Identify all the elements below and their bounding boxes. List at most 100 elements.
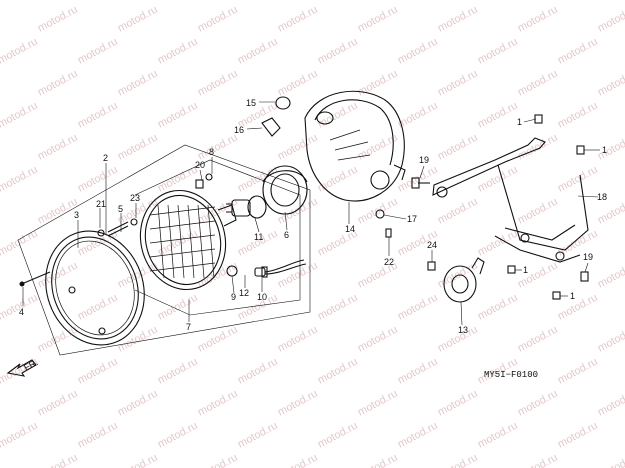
watermark-text: motod.ru: [36, 68, 80, 99]
watermark-text: motod.ru: [116, 4, 160, 35]
watermark-text: motod.ru: [236, 36, 280, 67]
watermark-text: motod.ru: [396, 36, 440, 67]
callout-19b: 19: [583, 252, 593, 262]
watermark-text: motod.ru: [276, 132, 320, 163]
callout-19a: 19: [419, 155, 429, 165]
drawing-reference: MY5I−F0100: [484, 370, 538, 380]
watermark-text: motod.ru: [236, 356, 280, 387]
watermark-text: motod.ru: [316, 36, 360, 67]
callout-12: 12: [239, 288, 249, 298]
watermark-text: motod.ru: [276, 196, 320, 227]
watermark-text: motod.ru: [476, 164, 520, 195]
watermark-text: motod.ru: [156, 0, 200, 3]
watermark-text: motod.ru: [0, 0, 40, 3]
watermark-text: motod.ru: [196, 132, 240, 163]
watermark-text: motod.ru: [436, 4, 480, 35]
assembly-frames: [17, 144, 311, 356]
callout-10: 10: [257, 292, 267, 302]
callout-23: 23: [130, 193, 140, 203]
callout-22: 22: [384, 257, 394, 267]
headlight-bulb: [226, 195, 267, 219]
callout-24: 24: [427, 240, 437, 250]
watermark-text: motod.ru: [76, 100, 120, 131]
watermark-text: motod.ru: [516, 196, 560, 227]
watermark-text: motod.ru: [596, 388, 625, 419]
watermark-text: motod.ru: [396, 420, 440, 451]
watermark-text: motod.ru: [116, 68, 160, 99]
watermark-text: motod.ru: [556, 292, 600, 323]
watermark-text: motod.ru: [596, 260, 625, 291]
watermark-text: motod.ru: [76, 164, 120, 195]
watermark-text: motod.ru: [476, 420, 520, 451]
watermark-text: motod.ru: [316, 0, 360, 3]
callout-5: 5: [118, 204, 123, 214]
watermark-text: motod.ru: [36, 452, 80, 468]
lens-pattern: [149, 204, 216, 279]
watermark-text: motod.ru: [516, 68, 560, 99]
watermark-text: motod.ru: [356, 324, 400, 355]
lens-line: [177, 204, 185, 279]
watermark-text: motod.ru: [436, 68, 480, 99]
watermark-text: motod.ru: [316, 292, 360, 323]
watermark-text: motod.ru: [436, 452, 480, 468]
watermark-text: motod.ru: [476, 0, 520, 3]
watermark-text: motod.ru: [316, 420, 360, 451]
callout-1a: 1: [517, 117, 522, 127]
fasteners: [19, 114, 589, 300]
watermark-text: motod.ru: [0, 420, 40, 451]
callout-7: 7: [186, 322, 191, 332]
callout-17: 17: [407, 214, 417, 224]
callout-3: 3: [74, 210, 79, 220]
watermark-text: motod.ru: [516, 388, 560, 419]
watermark-text: motod.ru: [436, 196, 480, 227]
callout-1d: 1: [570, 291, 575, 301]
watermark-text: motod.ru: [316, 164, 360, 195]
watermark-text: motod.ru: [476, 100, 520, 131]
lens-line: [149, 234, 216, 244]
watermark-text: motod.ru: [36, 4, 80, 35]
callout-21: 21: [96, 199, 106, 209]
watermark-text: motod.ru: [596, 68, 625, 99]
watermark-text: motod.ru: [356, 4, 400, 35]
watermark-text: motod.ru: [276, 452, 320, 468]
watermark-text: motod.ru: [76, 0, 120, 3]
watermark-text: motod.ru: [196, 324, 240, 355]
watermark-text: motod.ru: [196, 388, 240, 419]
watermark-text: motod.ru: [596, 452, 625, 468]
watermark-text: motod.ru: [556, 36, 600, 67]
watermark-text: motod.ru: [396, 356, 440, 387]
watermark-text: motod.ru: [116, 132, 160, 163]
watermark-text: motod.ru: [76, 292, 120, 323]
callout-1b: 1: [602, 145, 607, 155]
watermark-text: motod.ru: [196, 4, 240, 35]
watermark-text: motod.ru: [556, 356, 600, 387]
callout-14: 14: [345, 224, 355, 234]
watermark-text: motod.ru: [156, 420, 200, 451]
watermark-text: motod.ru: [436, 388, 480, 419]
watermark-text: motod.ru: [116, 452, 160, 468]
watermark-text: motod.ru: [76, 36, 120, 67]
watermark-text: motod.ru: [0, 164, 40, 195]
callout-9: 9: [231, 292, 236, 302]
callout-labels: 2 3 4 5 21 23 20 8 11 6 9 12 10 7 15 16 …: [19, 98, 607, 335]
watermark-text: motod.ru: [356, 452, 400, 468]
headlight-lens-unit: [139, 189, 237, 291]
watermark-text: motod.ru: [316, 100, 360, 131]
callout-6: 6: [284, 230, 289, 240]
watermark-text: motod.ru: [196, 452, 240, 468]
callout-16: 16: [234, 125, 244, 135]
watermark-text: motod.ru: [556, 164, 600, 195]
callout-15: 15: [246, 98, 256, 108]
lens-line: [149, 220, 216, 230]
watermark-text: motod.ru: [516, 4, 560, 35]
watermark-text: motod.ru: [476, 36, 520, 67]
watermark-text: motod.ru: [556, 420, 600, 451]
leader-lines: [22, 101, 600, 326]
headlight-stay: [432, 137, 589, 263]
watermark-text: motod.ru: [196, 68, 240, 99]
watermark-text: motod.ru: [36, 132, 80, 163]
watermark-text: motod.ru: [236, 0, 280, 3]
watermark-text: motod.ru: [156, 36, 200, 67]
